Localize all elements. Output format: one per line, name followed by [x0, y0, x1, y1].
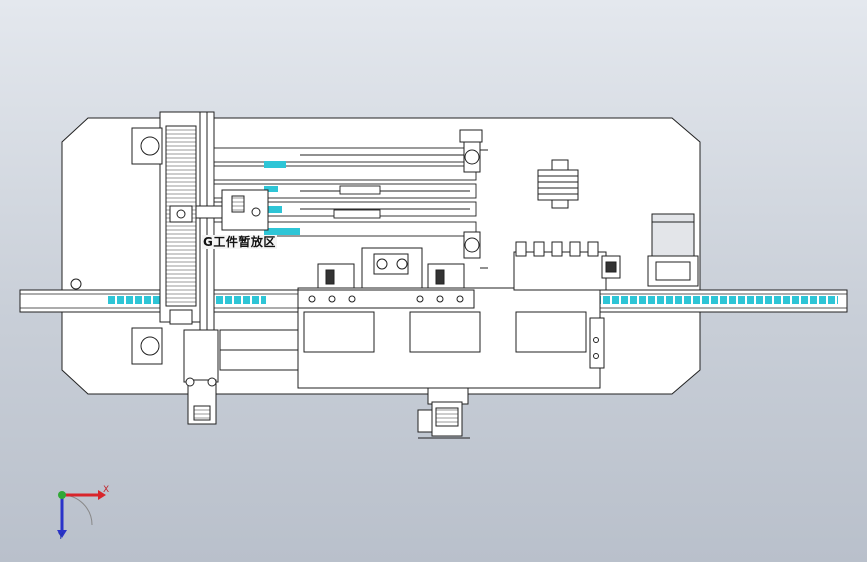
slide-end-pulleys	[459, 129, 488, 269]
conveyor-workpieces-left	[108, 296, 193, 304]
y-axis-label: Y	[58, 532, 64, 542]
axis-labels: X Y	[40, 480, 120, 550]
conveyor-workpieces-mid	[206, 296, 266, 304]
x-axis-label: X	[103, 485, 110, 495]
lower-fixture-plate	[219, 287, 605, 389]
bottom-cylinder	[417, 387, 470, 439]
zone-label: G工件暂放区	[202, 235, 277, 249]
left-feeder-tower	[131, 111, 219, 425]
coordinate-triad	[57, 490, 106, 538]
valve-manifold	[537, 159, 579, 209]
upper-slide-bars	[213, 147, 477, 237]
gripper-carriage	[195, 189, 269, 231]
motor	[647, 213, 699, 287]
conveyor-workpieces-right	[598, 296, 838, 304]
right-press-units	[513, 241, 621, 291]
center-transfer-block	[317, 247, 465, 291]
